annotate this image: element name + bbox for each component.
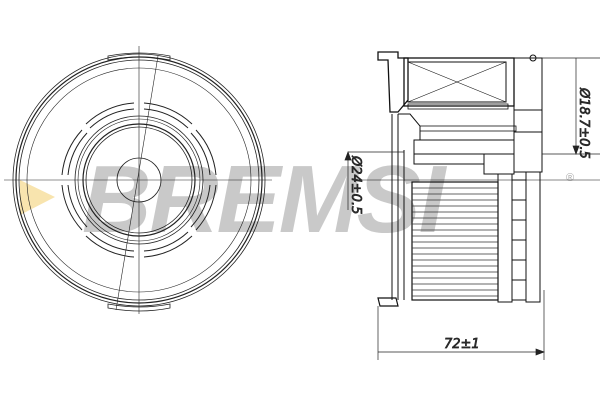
dimensions: Ø18.7±0.5 Ø24±0.5 72±1: [344, 57, 600, 360]
watermark-accent-triangle: [20, 180, 55, 215]
watermark: BREMSI ®: [20, 146, 574, 253]
filter-pleats: [412, 187, 498, 297]
side-section-view: [356, 51, 600, 307]
bottom-tab: [107, 303, 171, 312]
diameter-18-7-label: Ø18.7±0.5: [576, 87, 591, 159]
end-view: [4, 46, 272, 314]
diameter-24-label: Ø24±0.5: [348, 155, 363, 214]
segmented-ring: [61, 102, 217, 258]
watermark-brand: BREMSI: [82, 146, 448, 253]
registered-mark: ®: [566, 172, 574, 184]
length-72-label: 72±1: [444, 337, 480, 352]
